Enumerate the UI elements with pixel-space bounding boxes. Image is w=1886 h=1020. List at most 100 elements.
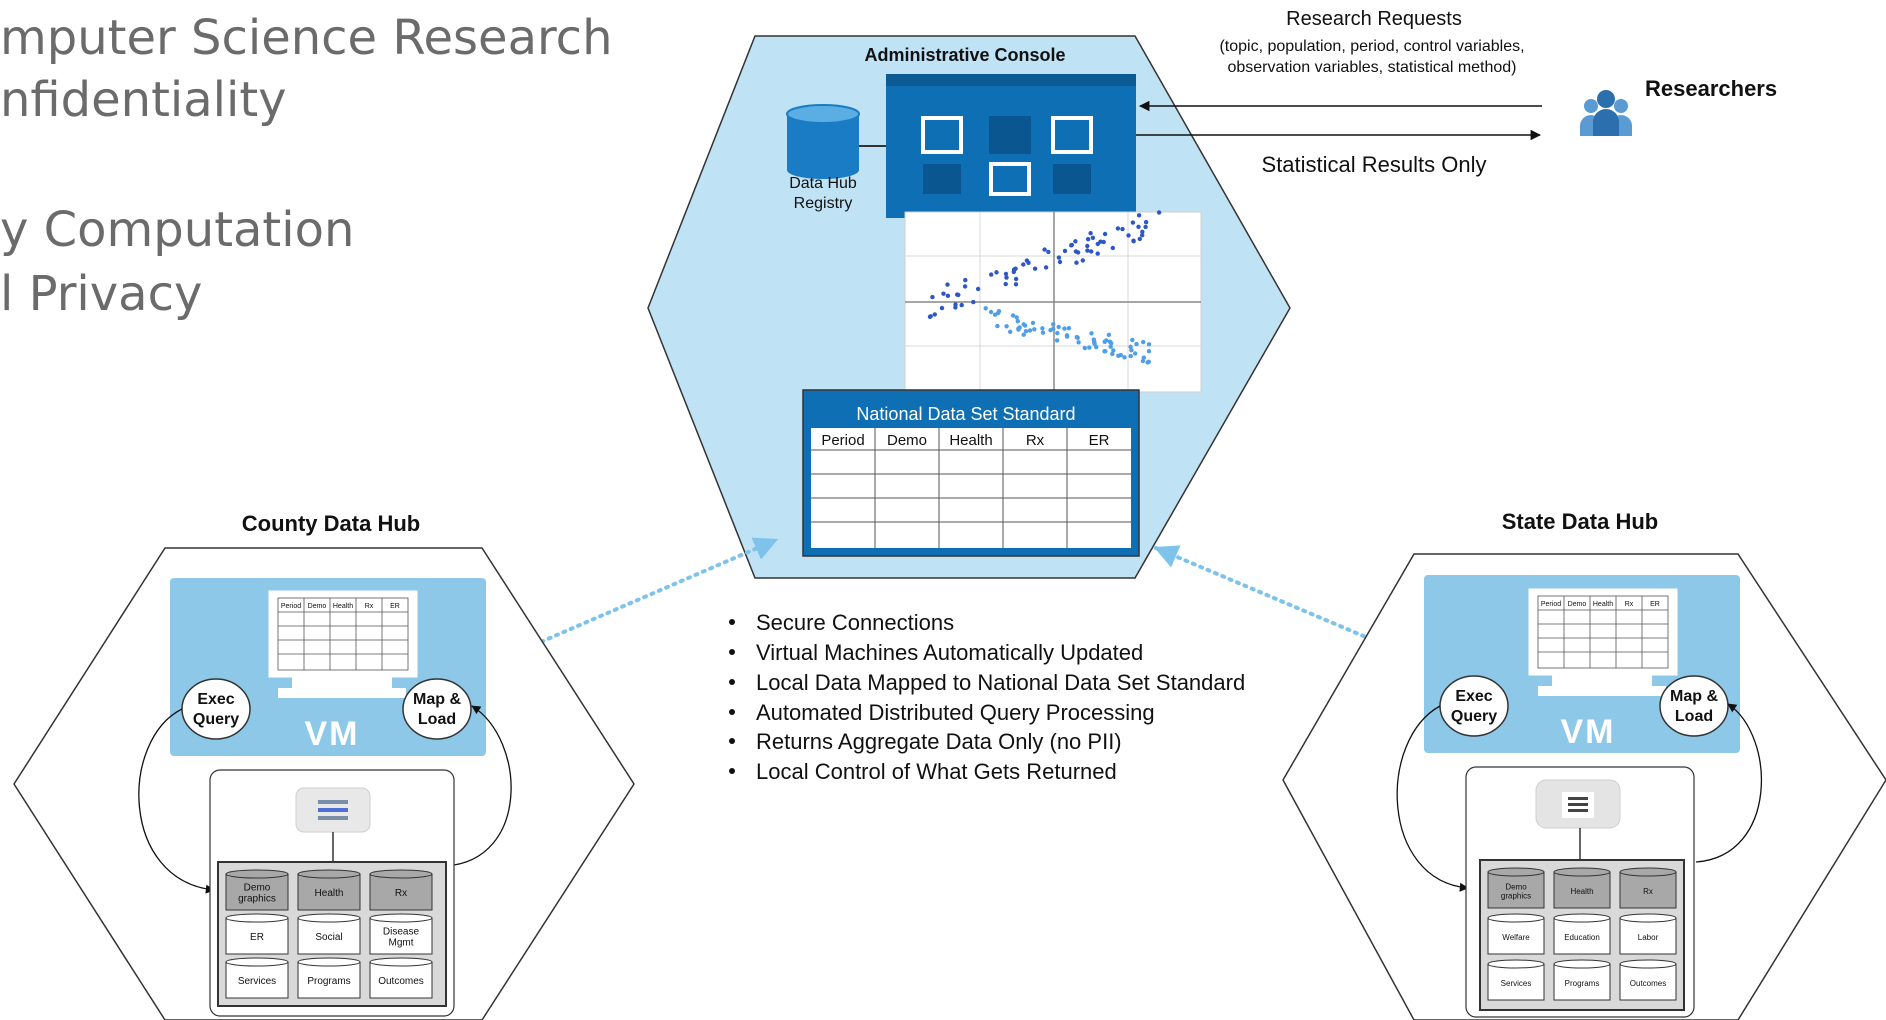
scatter-dot bbox=[1146, 349, 1152, 354]
database-label: Services bbox=[238, 976, 276, 987]
scatter-dot bbox=[1089, 331, 1094, 336]
county-mini-col-rx: Rx bbox=[365, 603, 374, 610]
state-mini-col-rx: Rx bbox=[1625, 601, 1634, 608]
county-exec-query-node: Exec Query bbox=[181, 678, 251, 740]
database-label: Health bbox=[1570, 887, 1593, 896]
scatter-dot bbox=[1085, 243, 1090, 249]
registry-label-line-1: Data Hub bbox=[789, 175, 857, 192]
scatter-dot bbox=[1027, 328, 1033, 333]
scatter-dot bbox=[1145, 360, 1150, 365]
svg-text:Map &: Map & bbox=[413, 691, 461, 708]
svg-text:Exec: Exec bbox=[1455, 688, 1492, 705]
state-mini-col-period: Period bbox=[1541, 601, 1561, 608]
scatter-dot bbox=[971, 299, 976, 305]
scatter-dot bbox=[1082, 345, 1088, 351]
scatter-dot bbox=[1074, 334, 1080, 340]
scatter-dot bbox=[945, 282, 950, 287]
database-cylinder: Health bbox=[297, 869, 361, 911]
nds-col-er: ER bbox=[1089, 432, 1110, 449]
scatter-dot bbox=[1021, 262, 1026, 267]
state-mini-col-er: ER bbox=[1650, 601, 1660, 608]
scatter-dot bbox=[1066, 326, 1072, 331]
scatter-dot bbox=[1003, 271, 1009, 277]
scatter-dot bbox=[1103, 349, 1108, 354]
scatter-dot bbox=[1015, 319, 1020, 324]
scatter-dot bbox=[1126, 233, 1131, 238]
database-cylinder: Outcomes bbox=[1619, 959, 1677, 1001]
scatter-dot bbox=[963, 277, 968, 283]
database-label: graphics bbox=[238, 894, 276, 905]
scatter-dot bbox=[1102, 231, 1108, 237]
county-map-load-node: Map & Load bbox=[402, 678, 472, 740]
database-label: Social bbox=[315, 932, 342, 943]
database-cylinder: Programs bbox=[1553, 959, 1611, 1001]
database-label: Labor bbox=[1638, 933, 1659, 942]
database-label: Mgmt bbox=[389, 938, 414, 949]
state-mini-col-demo: Demo bbox=[1568, 601, 1587, 608]
svg-text:Load: Load bbox=[1675, 708, 1713, 725]
scatter-dot bbox=[1004, 324, 1009, 329]
scatter-dot bbox=[1051, 326, 1056, 331]
scatter-dot bbox=[1055, 330, 1060, 336]
scatter-dot bbox=[1069, 242, 1075, 248]
svg-text:Map &: Map & bbox=[1670, 688, 1718, 705]
state-map-load-node: Map & Load bbox=[1659, 675, 1729, 737]
scatter-dot bbox=[1022, 323, 1028, 328]
database-cylinder: Rx bbox=[1619, 867, 1677, 909]
database-label: Programs bbox=[1565, 979, 1600, 988]
data-hub-registry-icon bbox=[786, 104, 860, 179]
scatter-dot bbox=[1003, 281, 1008, 287]
scatter-dot bbox=[1056, 255, 1062, 260]
bullet-item: Returns Aggregate Data Only (no PII) bbox=[756, 729, 1122, 754]
scatter-dot bbox=[1024, 258, 1030, 263]
county-database-server-icon bbox=[295, 787, 371, 833]
scatter-dot bbox=[1106, 332, 1112, 337]
scatter-dot bbox=[955, 292, 960, 297]
slide-title-line-1: mputer Science Research bbox=[0, 10, 613, 66]
scatter-dot bbox=[1089, 249, 1094, 254]
scatter-dot bbox=[1136, 224, 1141, 229]
scatter-dot bbox=[1116, 353, 1121, 358]
scatter-dot bbox=[1130, 220, 1136, 225]
scatter-dot bbox=[941, 291, 946, 296]
database-cylinder: Welfare bbox=[1487, 913, 1545, 955]
scatter-dot bbox=[1137, 236, 1143, 242]
bullet-item: Virtual Machines Automatically Updated bbox=[756, 640, 1143, 665]
county-exec-flow bbox=[138, 708, 215, 894]
county-hub-title: County Data Hub bbox=[242, 511, 420, 536]
registry-label-line-2: Registry bbox=[794, 195, 853, 212]
county-mini-col-demo: Demo bbox=[308, 603, 327, 610]
bullet-item: Local Data Mapped to National Data Set S… bbox=[756, 670, 1245, 695]
research-requests-detail-2: observation variables, statistical metho… bbox=[1227, 59, 1516, 76]
scatter-dot bbox=[1110, 351, 1115, 357]
admin-console-title: Administrative Console bbox=[864, 45, 1065, 65]
state-database-server-icon bbox=[1535, 779, 1621, 829]
bullet-item: Automated Distributed Query Processing bbox=[756, 700, 1155, 725]
database-cylinder: Rx bbox=[369, 869, 433, 911]
research-requests-detail-1: (topic, population, period, control vari… bbox=[1219, 38, 1524, 55]
county-vm-label: VM bbox=[305, 715, 360, 753]
scatter-dot bbox=[1017, 325, 1022, 330]
scatter-dot bbox=[1043, 265, 1049, 270]
scatter-dot bbox=[1062, 248, 1068, 254]
scatter-dot bbox=[1054, 338, 1060, 343]
scatter-dot bbox=[1129, 348, 1134, 353]
scatter-dot bbox=[1115, 226, 1121, 231]
scatter-dot bbox=[989, 272, 994, 277]
county-mini-col-health: Health bbox=[333, 603, 353, 610]
scatter-dot bbox=[1073, 249, 1079, 254]
database-cylinder: Education bbox=[1553, 913, 1611, 955]
scatter-dot bbox=[1095, 251, 1100, 256]
scatter-dot bbox=[1010, 313, 1016, 318]
svg-text:Query: Query bbox=[193, 711, 239, 728]
state-exec-query-node: Exec Query bbox=[1439, 675, 1509, 737]
feature-bullet-list: Secure Connections Virtual Machines Auto… bbox=[729, 610, 1245, 784]
scatter-dot bbox=[1111, 348, 1116, 353]
bullet-item: Secure Connections bbox=[756, 610, 954, 635]
database-label: Outcomes bbox=[378, 976, 424, 987]
scatter-dot bbox=[1013, 276, 1019, 282]
database-cylinder: Services bbox=[1487, 959, 1545, 1001]
statistical-results-label: Statistical Results Only bbox=[1262, 152, 1487, 177]
